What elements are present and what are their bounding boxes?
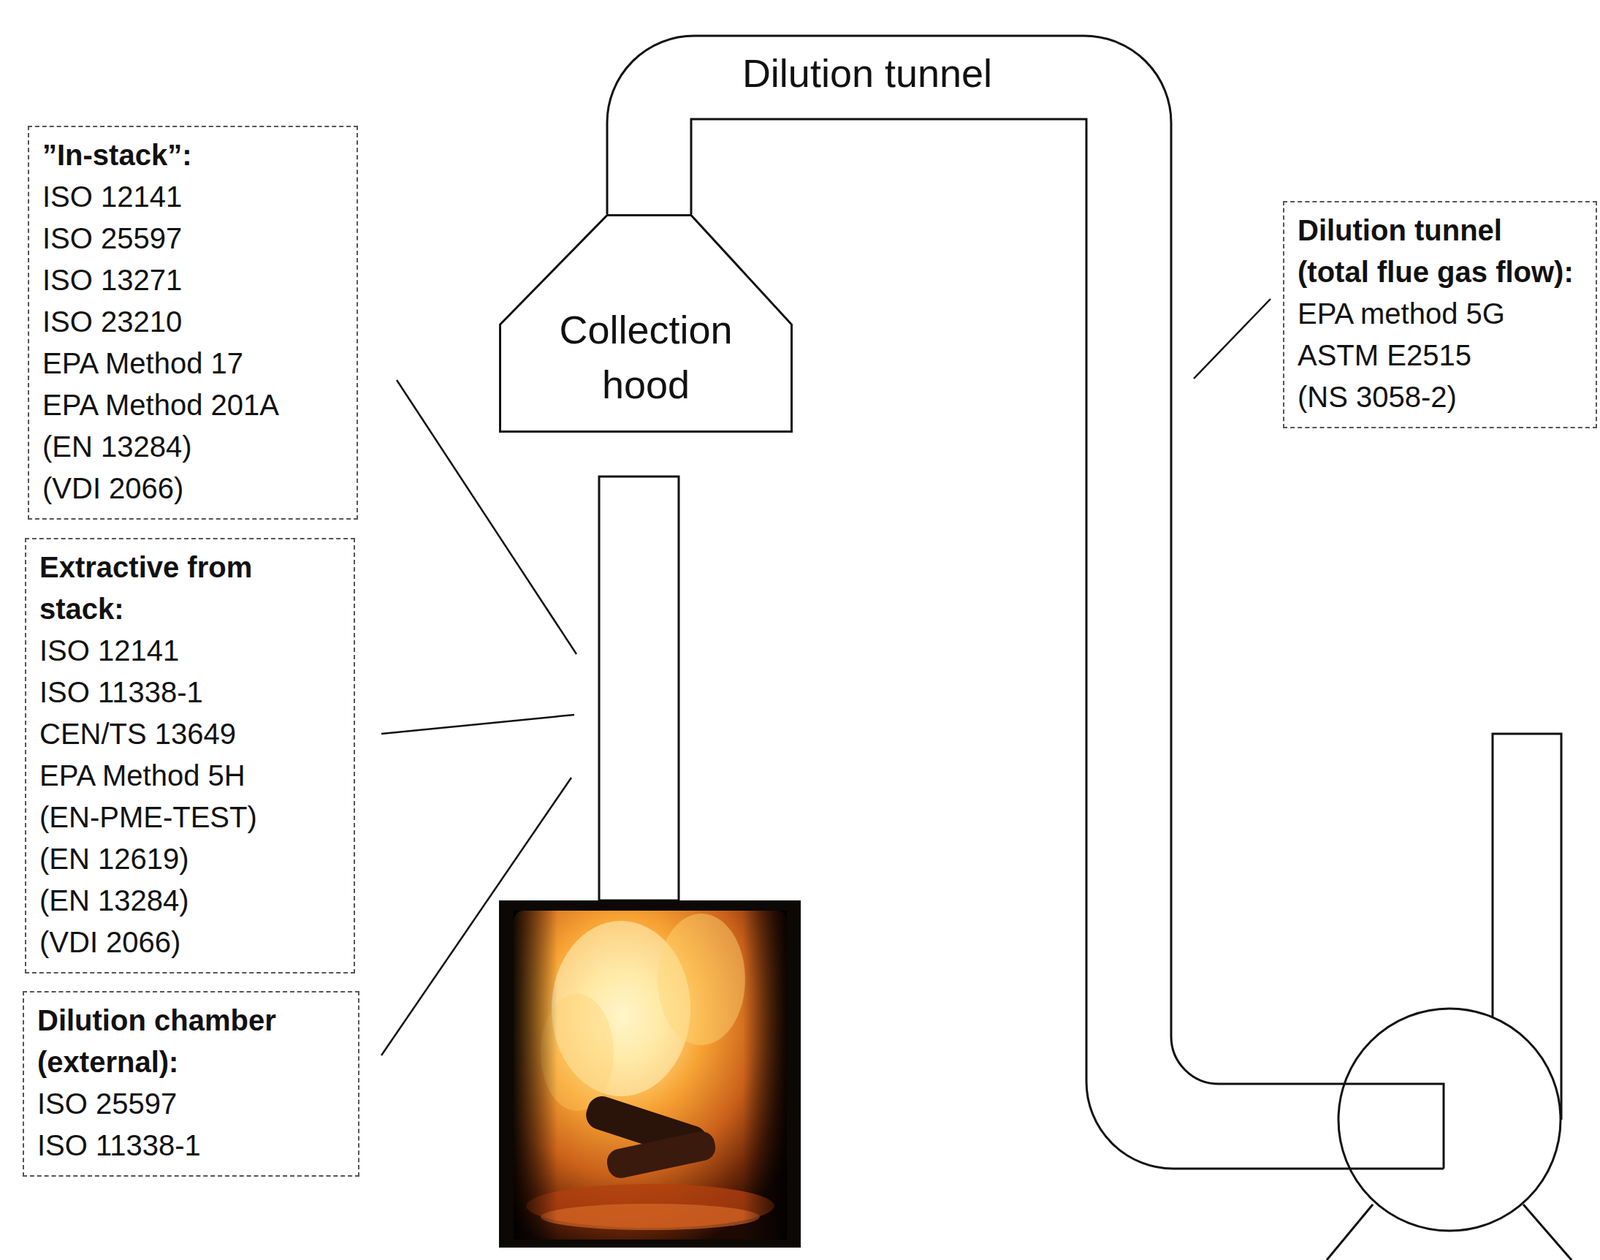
hood-text: Collection hood <box>536 302 756 413</box>
method-name: ISO 13271 <box>42 259 344 302</box>
method-name: ISO 12141 <box>42 176 344 218</box>
method-name: (VDI 2066) <box>42 467 344 510</box>
method-name: (EN 12619) <box>39 837 341 880</box>
hood-shape <box>500 215 792 432</box>
collection-hood: Collection hood <box>498 214 793 433</box>
fan-leg <box>1523 1204 1572 1260</box>
method-name: ISO 11338-1 <box>39 671 341 714</box>
method-box: ”In-stack”:ISO 12141ISO 25597ISO 13271IS… <box>27 125 358 520</box>
method-name: (EN 13284) <box>39 879 341 922</box>
diagram-label: Dilution tunnel <box>739 47 996 99</box>
box-heading: Dilution chamber (external): <box>37 999 286 1083</box>
leader-line <box>381 714 575 734</box>
method-name: ISO 11338-1 <box>37 1124 345 1167</box>
method-name: EPA method 5G <box>1297 292 1589 335</box>
method-name: (EN-PME-TEST) <box>39 796 341 838</box>
method-name: ISO 25597 <box>42 217 344 260</box>
method-box: Dilution chamber (external):ISO 25597ISO… <box>22 990 360 1177</box>
box-heading: Extractive from stack: <box>39 546 281 630</box>
method-name: EPA Method 5H <box>39 754 341 797</box>
exhaust-stack <box>1492 733 1562 1120</box>
node-label: Collection hood <box>536 302 756 413</box>
method-name: (VDI 2066) <box>39 921 341 963</box>
fan-leg <box>1326 1204 1373 1260</box>
method-name: ISO 25597 <box>37 1082 345 1125</box>
stack <box>599 476 679 901</box>
method-name: (NS 3058-2) <box>1297 376 1589 418</box>
tunnel-wall <box>607 35 1444 1169</box>
method-name: ASTM E2515 <box>1297 334 1589 377</box>
method-name: EPA Method 201A <box>42 384 344 426</box>
stove-photo <box>498 900 801 1248</box>
method-name: CEN/TS 13649 <box>39 713 341 755</box>
fan <box>1338 1008 1561 1231</box>
method-name: ISO 12141 <box>39 629 341 672</box>
box-heading: ”In-stack”: <box>42 134 344 177</box>
method-name: ISO 23210 <box>42 301 344 343</box>
method-box: Dilution tunnel (total flue gas flow):EP… <box>1282 200 1598 429</box>
leader-line <box>1193 298 1271 379</box>
method-box: Extractive from stack:ISO 12141ISO 11338… <box>24 537 356 974</box>
method-name: (EN 13284) <box>42 425 344 468</box>
box-heading: Dilution tunnel (total flue gas flow): <box>1297 209 1579 293</box>
method-name: EPA Method 17 <box>42 342 344 385</box>
